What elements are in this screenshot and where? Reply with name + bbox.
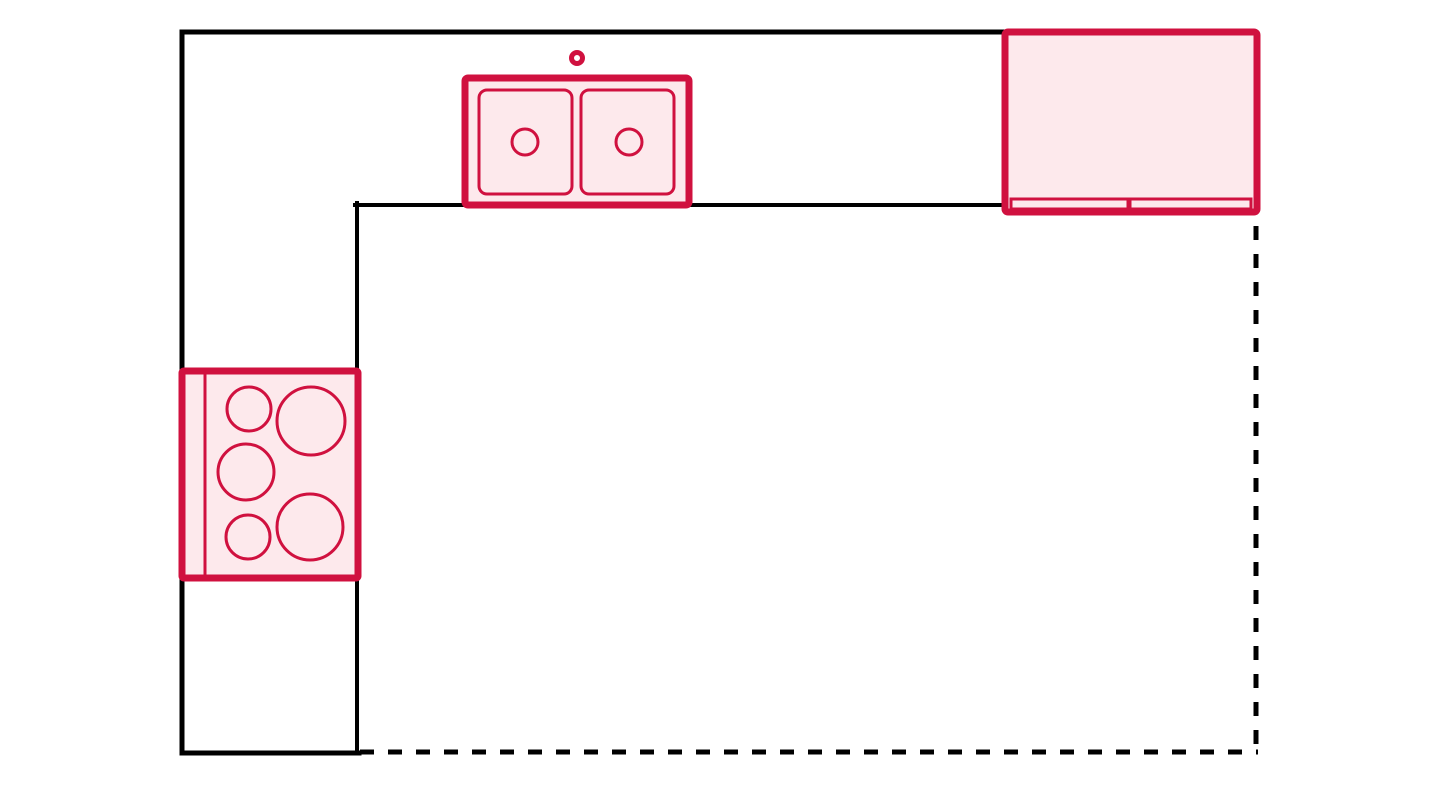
fridge-drawer-right[interactable]: [1128, 197, 1253, 211]
sink-drain-left-icon: [510, 127, 540, 157]
open-boundary-group: [360, 226, 1259, 755]
fridge-drawer-left[interactable]: [1009, 197, 1130, 211]
counter-edge-group: [353, 201, 1009, 755]
sink-fixture[interactable]: [461, 50, 693, 209]
sink-basin-left[interactable]: [477, 88, 574, 196]
burner-bottom-left-icon[interactable]: [224, 513, 272, 561]
burner-bottom-right-icon[interactable]: [275, 492, 345, 562]
burner-top-left-icon[interactable]: [225, 385, 273, 433]
burner-top-right-icon[interactable]: [275, 385, 347, 457]
sink-drain-right-icon: [614, 127, 644, 157]
sink-basin-right[interactable]: [579, 88, 676, 196]
burner-middle-left-icon[interactable]: [216, 442, 276, 502]
cooktop-fixture[interactable]: [178, 367, 362, 582]
cooktop-body[interactable]: [178, 367, 362, 582]
refrigerator-fixture[interactable]: [1001, 28, 1261, 216]
faucet-icon[interactable]: [569, 50, 585, 66]
refrigerator-body[interactable]: [1001, 28, 1261, 216]
